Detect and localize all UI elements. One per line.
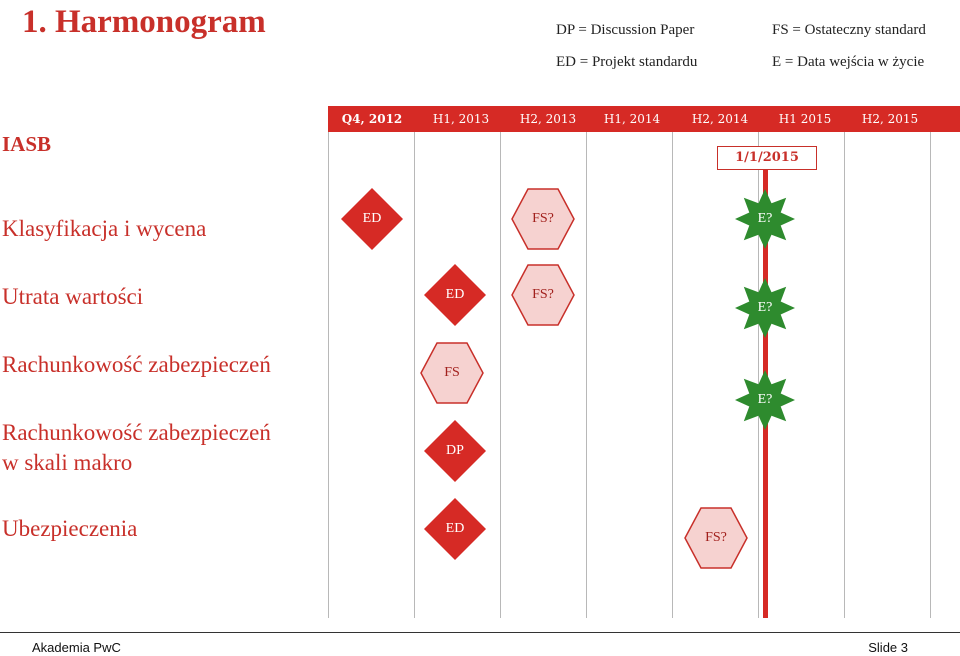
milestone-e-hedge-accounting: E? [733,368,797,432]
gridline [930,132,931,618]
period-h2-2014: H2, 2014 [691,112,749,126]
row-label-classification: Klasyfikacja i wycena [2,216,207,241]
row-label-hedge-accounting: Rachunkowość zabezpieczeń [2,352,271,377]
milestone-label: E? [757,392,773,407]
milestone-label: E? [757,300,773,315]
milestone-e-impairment: E? [733,276,797,340]
gridline [844,132,845,618]
gridline [414,132,415,618]
legend-fs: FS = Ostateczny standard [772,22,926,38]
milestone-label: E? [757,211,773,226]
milestone-label: DP [446,443,464,458]
milestone-label: FS? [705,530,727,545]
gridline [328,132,329,618]
footer-brand: Akademia PwC [32,640,121,655]
milestone-dp-macro-hedge: DP [423,419,487,483]
milestone-fs-hedge-accounting: FS [420,341,484,405]
period-h1-2014: H1, 2014 [603,112,661,126]
slide-number: Slide 3 [868,640,908,655]
milestone-label: ED [445,521,465,536]
milestone-label: FS? [532,211,554,226]
legend-dp: DP = Discussion Paper [556,22,695,38]
slide-title: 1. Harmonogram [22,4,266,40]
gridline [672,132,673,618]
milestone-label: FS? [532,287,554,302]
diamond-icon [424,264,486,326]
period-h2-2013: H2, 2013 [519,112,577,126]
timeline-header [328,106,960,132]
star-icon [735,370,795,430]
period-h1-2015: H1 2015 [778,112,832,126]
gridline [758,132,759,618]
row-label-macro-hedge: Rachunkowość zabezpieczeń w skali makro [2,420,271,475]
milestone-fs-classification: FS? [511,187,575,251]
hexagon-icon [420,342,484,404]
legend-ed: ED = Projekt standardu [556,54,698,70]
effective-date-label: 1/1/2015 [717,146,817,170]
milestone-ed-classification: ED [340,187,404,251]
gridline [586,132,587,618]
period-q4-2012: Q4, 2012 [341,112,403,126]
star-icon [735,278,795,338]
diamond-icon [341,188,403,250]
milestone-ed-impairment: ED [423,263,487,327]
legend-e: E = Data wejścia w życie [772,54,925,70]
row-label-impairment: Utrata wartości [2,284,144,309]
org-label: IASB [2,132,52,156]
milestone-fs-insurance: FS? [684,506,748,570]
gridline [500,132,501,618]
milestone-label: ED [362,211,382,226]
milestone-fs-impairment: FS? [511,263,575,327]
milestone-label: ED [445,287,465,302]
hexagon-icon [511,264,575,326]
diamond-icon [424,498,486,560]
row-label-insurance: Ubezpieczenia [2,516,138,541]
milestone-ed-insurance: ED [423,497,487,561]
hexagon-icon [511,188,575,250]
diamond-icon [424,420,486,482]
star-icon [735,189,795,249]
period-h2-2015: H2, 2015 [861,112,919,126]
footer-divider [0,632,960,633]
period-h1-2013: H1, 2013 [432,112,490,126]
hexagon-icon [684,507,748,569]
milestone-label: FS [444,365,460,380]
milestone-e-classification: E? [733,187,797,251]
